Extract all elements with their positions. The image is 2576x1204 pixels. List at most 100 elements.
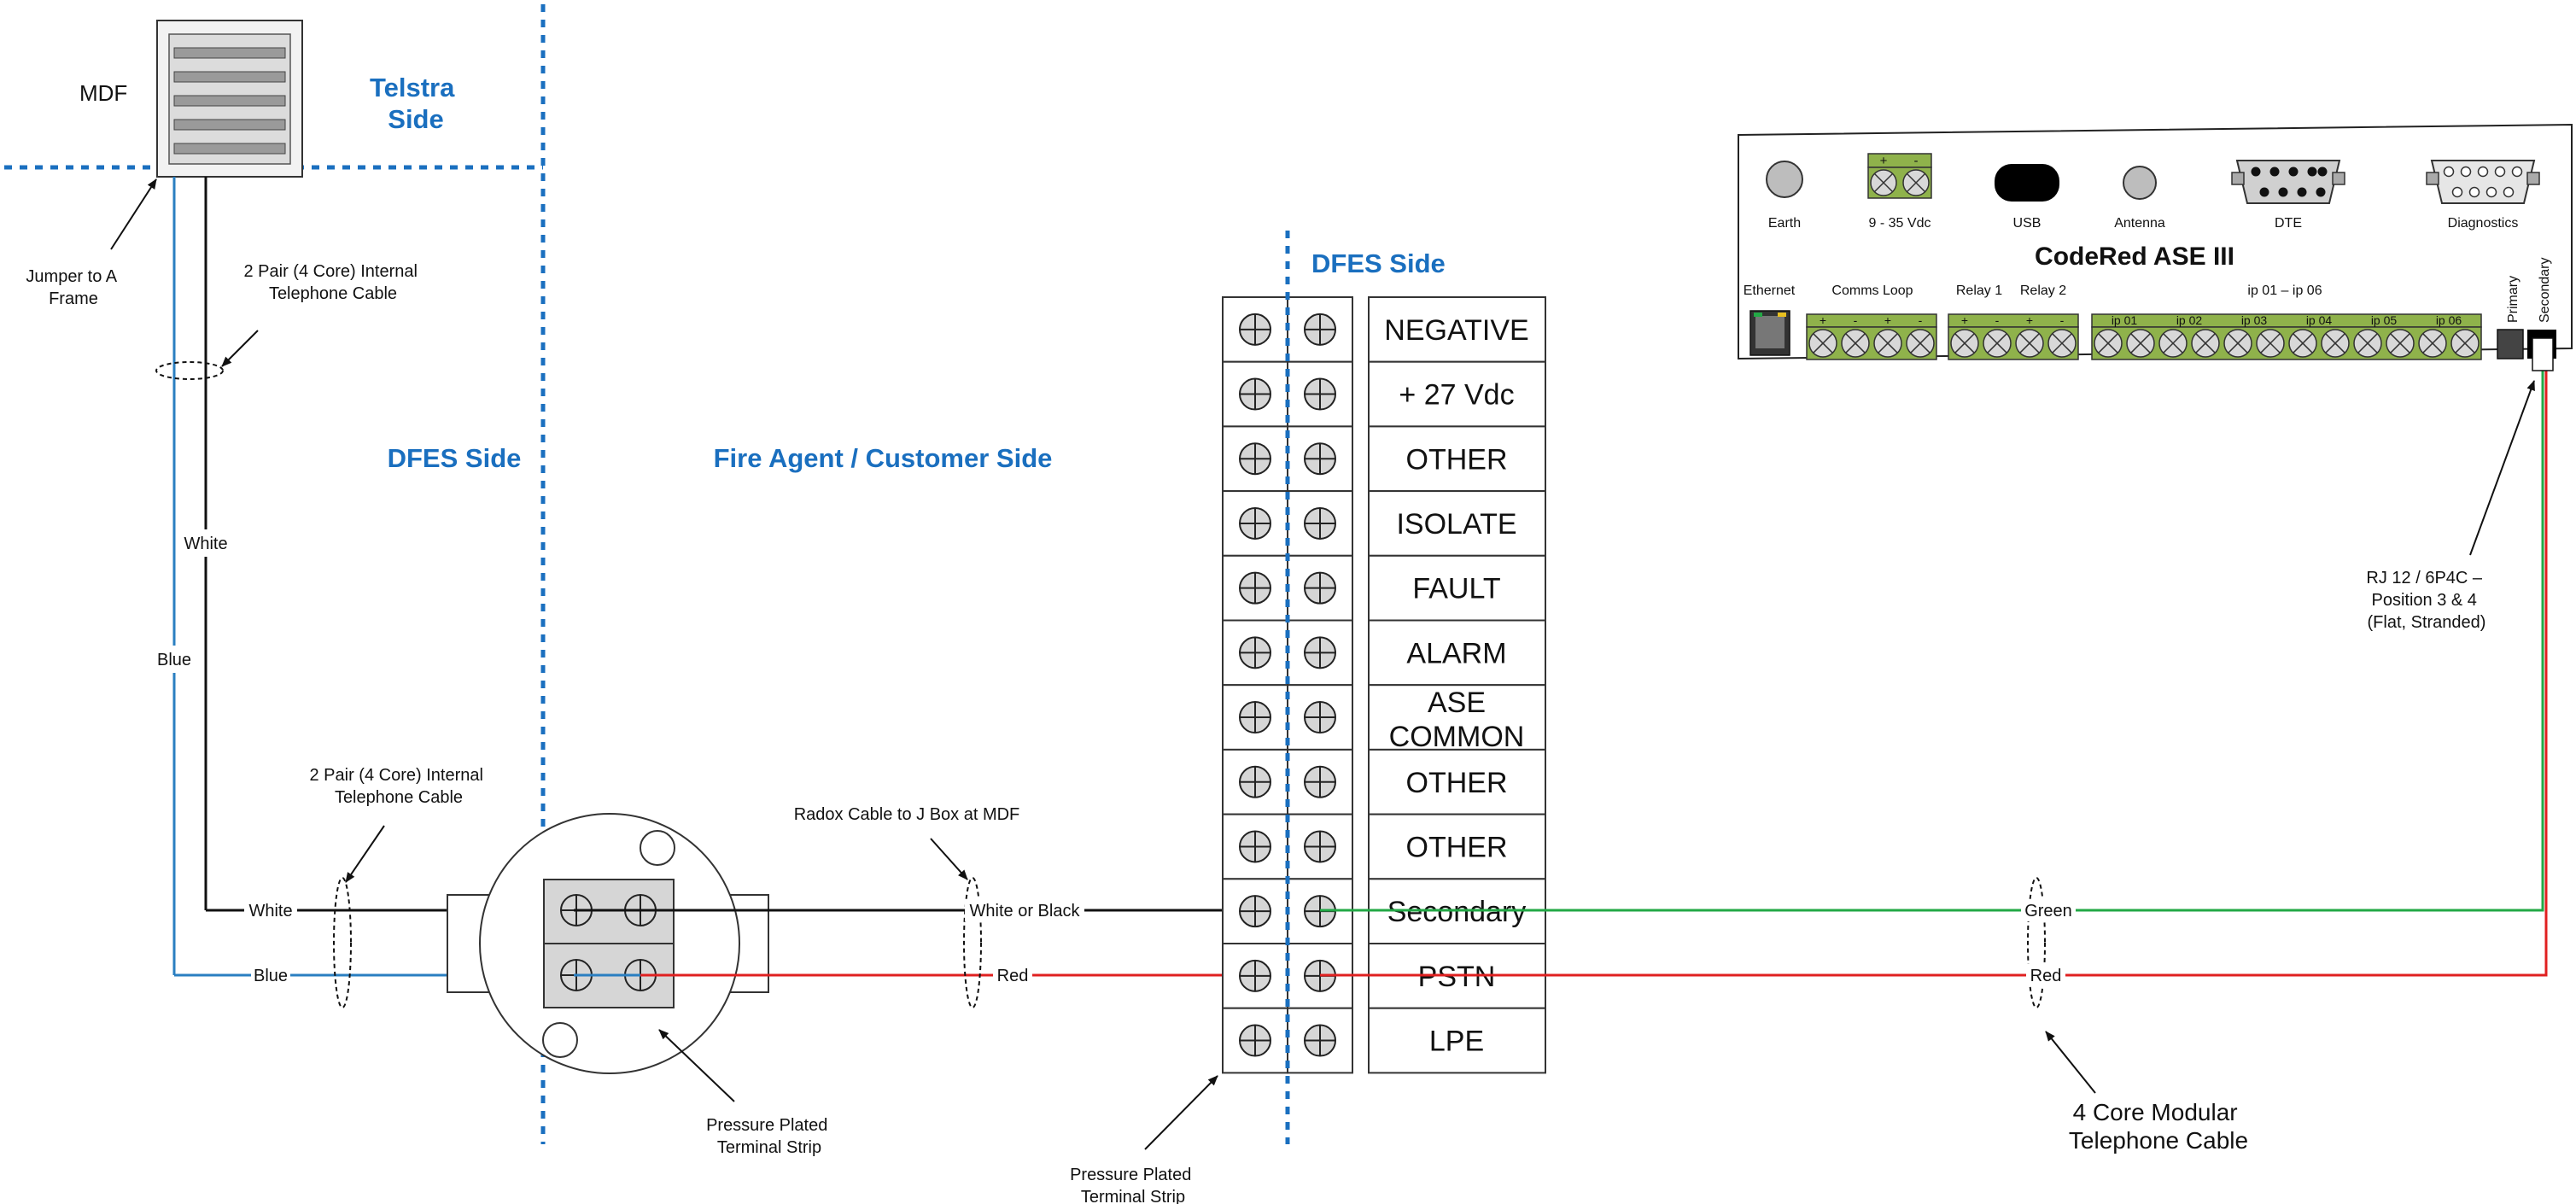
power-terminal-block: + -	[1867, 153, 1932, 199]
svg-text:+: +	[1961, 313, 1968, 327]
terminal-screw-icon	[1239, 571, 1271, 605]
terminal-screw-icon	[2191, 329, 2220, 358]
device-port-label: Antenna	[2114, 216, 2165, 231]
svg-text:ip 02: ip 02	[2176, 313, 2203, 327]
terminal-screw-icon	[1304, 506, 1336, 540]
red-right-label: Red	[2030, 967, 2062, 985]
terminal-screw-icon	[1239, 701, 1271, 734]
mdf-rail	[173, 95, 286, 107]
svg-text:+: +	[1880, 154, 1888, 168]
comms-loop-terminal-block: + - + -	[1806, 313, 1937, 360]
terminal-screw-icon	[1304, 442, 1336, 476]
terminal-screw-icon	[1239, 1024, 1271, 1057]
diagnostics-connector-icon	[2426, 160, 2540, 204]
terminal-screw-icon	[1304, 313, 1336, 346]
primary-label: Primary	[2506, 276, 2521, 323]
terminal-screw-icon	[1239, 765, 1271, 798]
terminal-screw-icon	[1304, 701, 1336, 734]
device-port-label: Diagnostics	[2448, 216, 2519, 231]
terminal-screw-icon	[2126, 329, 2155, 358]
white-vertical-label: White	[184, 535, 227, 553]
green-right-label: Green	[2024, 902, 2072, 921]
terminal-label: OTHER	[1406, 767, 1508, 799]
dte-connector-icon	[2231, 160, 2345, 204]
svg-text:+: +	[2026, 313, 2033, 327]
pressure-left-arrow	[658, 1029, 735, 1102]
radox-arrow	[930, 838, 968, 880]
mdf-rail	[173, 143, 286, 155]
terminal-screw-icon	[2158, 329, 2188, 358]
antenna-connector-icon	[2123, 166, 2157, 200]
terminal-screw-icon	[1950, 329, 1979, 358]
fire-agent-side-label: Fire Agent / Customer Side	[714, 443, 1053, 473]
device-port-label: DTE	[2275, 216, 2302, 231]
rj12-arrow	[2469, 380, 2535, 556]
svg-text:-: -	[1919, 313, 1923, 327]
terminal-screw-icon	[1304, 1024, 1336, 1057]
terminal-screw-icon	[2047, 329, 2077, 358]
white-or-black-label: White or Black	[970, 902, 1081, 921]
terminal-row: OTHER	[1222, 425, 1546, 493]
terminal-screw-icon	[2321, 329, 2350, 358]
red-right-label-bg	[2026, 964, 2065, 986]
blue-vertical-label-bg	[150, 646, 198, 673]
terminal-screw-icon	[1239, 506, 1271, 540]
svg-text:+: +	[1820, 313, 1826, 327]
earth-terminal-icon	[1766, 161, 1803, 198]
white-or-black-label-bg	[965, 899, 1084, 921]
terminal-screw-icon	[1304, 377, 1336, 411]
device-title: CodeRed ASE III	[2035, 243, 2234, 271]
svg-text:ip 03: ip 03	[2241, 313, 2268, 327]
relay2-label: Relay 2	[2020, 283, 2066, 298]
terminal-screw-icon	[2386, 329, 2415, 358]
terminal-screw-icon	[1304, 571, 1336, 605]
svg-text:-: -	[1854, 313, 1858, 327]
svg-text:-: -	[1995, 313, 2000, 327]
terminal-screw-icon	[1239, 636, 1271, 669]
device-port-label: 9 - 35 Vdc	[1869, 216, 1931, 231]
terminal-screw-icon	[1239, 830, 1271, 863]
radox-cable-marker	[963, 877, 982, 1008]
svg-text:-: -	[1914, 154, 1919, 168]
terminal-row: LPE	[1222, 1007, 1546, 1074]
bottom-cable-label: 2 Pair (4 Core) Internal Telephone Cable	[310, 766, 488, 807]
terminal-label: ALARM	[1406, 637, 1506, 669]
terminal-label: NEGATIVE	[1384, 314, 1528, 347]
terminal-label: LPE	[1429, 1026, 1484, 1058]
rj12-label: RJ 12 / 6P4C – Position 3 & 4 (Flat, Str…	[2366, 569, 2486, 632]
terminal-label: ISOLATE	[1396, 508, 1516, 541]
radox-label: Radox Cable to J Box at MDF	[794, 805, 1020, 824]
terminal-screw-icon	[2015, 329, 2044, 358]
terminal-screw-icon	[1304, 636, 1336, 669]
mdf-rail	[173, 47, 286, 59]
jumper-arrow	[110, 178, 157, 250]
terminal-screw-icon	[1983, 329, 2012, 358]
telstra-side-label: Telstra Side	[370, 73, 462, 134]
terminal-screw-icon	[1239, 377, 1271, 411]
svg-text:ip 01: ip 01	[2112, 313, 2138, 327]
relay1-label: Relay 1	[1956, 283, 2002, 298]
svg-text:+: +	[1884, 313, 1891, 327]
terminal-row: FAULT	[1222, 554, 1546, 622]
terminal-label: FAULT	[1412, 573, 1500, 605]
modular-cable-marker	[2027, 877, 2046, 1008]
terminal-row: ISOLATE	[1222, 490, 1546, 557]
green-right-label-bg	[2021, 899, 2076, 921]
top-cable-label: 2 Pair (4 Core) Internal Telephone Cable	[244, 262, 423, 303]
terminal-screw-icon	[2223, 329, 2252, 358]
terminal-row: + 27 Vdc	[1222, 360, 1546, 428]
device-port-label: USB	[2013, 216, 2042, 231]
bottom-cable-arrow	[345, 825, 385, 883]
mdf-rail	[173, 119, 286, 131]
terminal-label: PSTN	[1418, 961, 1496, 993]
terminal-screw-icon	[1239, 959, 1271, 992]
junction-box	[447, 813, 769, 1074]
top-cable-marker	[155, 361, 224, 380]
svg-text:ip 06: ip 06	[2436, 313, 2462, 327]
green-wire-right	[1320, 367, 2544, 912]
terminal-row: OTHER	[1222, 748, 1546, 815]
